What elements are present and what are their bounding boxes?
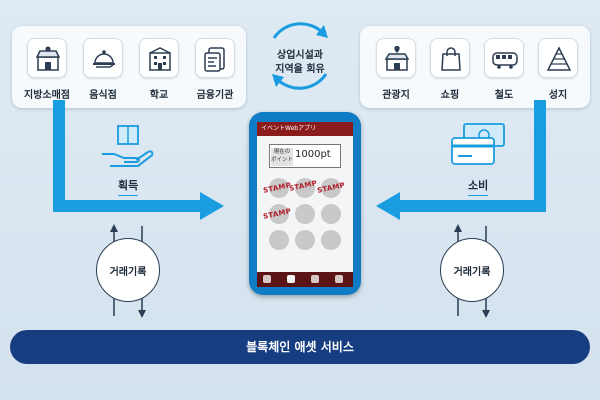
train-icon <box>484 38 524 78</box>
points-label: 現在の ポイント <box>271 148 293 166</box>
school-icon <box>139 38 179 78</box>
points-value: 1000pt <box>295 149 331 160</box>
acquire-label: 획득 <box>118 177 139 196</box>
right-ledger-label: 거래기록 <box>453 267 491 278</box>
left-flow-horizontal <box>53 200 203 212</box>
points-label-line1: 現在の <box>273 149 291 155</box>
smartphone: イベントWebアプリ 現在の ポイント 1000pt STAMP STAMP S… <box>249 112 361 295</box>
category-label-school: 학교 <box>149 90 169 101</box>
category-label-tourist-spot: 관광지 <box>382 90 410 101</box>
left-ledger-label: 거래기록 <box>109 267 147 278</box>
stamp-slot <box>321 230 341 250</box>
pyramid-icon <box>538 38 578 78</box>
phone-screen: イベントWebアプリ 現在の ポイント 1000pt STAMP STAMP S… <box>257 122 353 287</box>
hand-box-icon <box>102 125 154 167</box>
right-flow-vertical <box>534 100 546 210</box>
left-ledger-circle: 거래기록 <box>96 238 160 302</box>
stamp-slot <box>269 230 289 250</box>
cycle-caption-line2: 지역을 회유 <box>275 64 325 75</box>
right-ledger-circle: 거래기록 <box>440 238 504 302</box>
app-tab-icon[interactable] <box>287 275 295 283</box>
left-flow-vertical <box>53 100 65 210</box>
points-label-line2: ポイント <box>271 157 294 163</box>
stamp-slot <box>295 230 315 250</box>
stamp-slot <box>269 178 289 198</box>
stamp-slot <box>321 178 341 198</box>
cycle-caption: 상업시설과 지역을 회유 <box>266 49 334 77</box>
app-tab-icon[interactable] <box>311 275 319 283</box>
spend-label: 소비 <box>468 177 489 196</box>
category-label-financial: 금융기관 <box>196 90 234 101</box>
app-tab-bar <box>257 272 353 287</box>
left-category-panel: 지방소매점 음식점 학교 금융기관 <box>12 26 246 108</box>
cycle-caption-line1: 상업시설과 <box>277 50 323 61</box>
blockchain-service-banner: 블록체인 애셋 서비스 <box>10 330 590 364</box>
stamp-slot <box>295 204 315 224</box>
stamp-slot <box>269 204 289 224</box>
cloche-icon <box>83 38 123 78</box>
category-label-local-store: 지방소매점 <box>24 90 70 101</box>
category-label-railway: 철도 <box>494 90 514 101</box>
bank-card-icon <box>195 38 235 78</box>
store-icon <box>27 38 67 78</box>
points-box: 現在の ポイント 1000pt <box>269 144 341 168</box>
right-flow-horizontal <box>398 200 546 212</box>
app-tab-icon[interactable] <box>263 275 271 283</box>
stamp-slot <box>321 204 341 224</box>
app-title-bar: イベントWebアプリ <box>257 122 353 136</box>
right-category-panel: 관광지 쇼핑 철도 성지 <box>360 26 590 108</box>
store-pin-icon <box>376 38 416 78</box>
stamp-slot <box>295 178 315 198</box>
category-label-shopping: 쇼핑 <box>440 90 460 101</box>
shopping-bag-icon <box>430 38 470 78</box>
payment-card-icon <box>451 123 505 165</box>
category-label-holy-site: 성지 <box>548 90 568 101</box>
right-flow-arrowhead-icon <box>376 192 400 220</box>
app-tab-icon[interactable] <box>335 275 343 283</box>
category-label-restaurant: 음식점 <box>89 90 117 101</box>
left-flow-arrowhead-icon <box>200 192 224 220</box>
cycle-arrows-icon <box>272 22 328 90</box>
